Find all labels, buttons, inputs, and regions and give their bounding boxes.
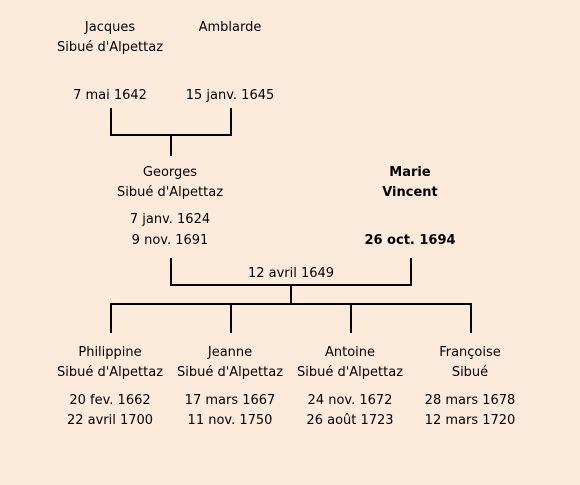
mother-given-name: Amblarde: [198, 20, 262, 35]
child-4-birth: 28 mars 1678: [424, 393, 516, 408]
father-date: 7 mai 1642: [73, 88, 147, 103]
child-2-surname: Sibué d'Alpettaz: [176, 365, 284, 380]
child-2-connector: [230, 303, 232, 333]
child-1-birth: 20 fev. 1662: [69, 393, 151, 408]
parents-descent-line: [170, 134, 172, 156]
child-3-connector: [350, 303, 352, 333]
husband-surname: Sibué d'Alpettaz: [116, 185, 224, 200]
child-1-surname: Sibué d'Alpettaz: [56, 365, 164, 380]
child-4-given-name: Françoise: [439, 345, 501, 360]
child-2-death: 11 nov. 1750: [187, 413, 273, 428]
child-2-birth: 17 mars 1667: [184, 393, 276, 408]
child-4-surname: Sibué: [451, 365, 489, 380]
child-1-connector: [110, 303, 112, 333]
child-3-death: 26 août 1723: [306, 413, 394, 428]
children-descent-line: [290, 284, 292, 304]
child-3-given-name: Antoine: [324, 345, 376, 360]
child-4-death: 12 mars 1720: [424, 413, 516, 428]
children-horizontal-line: [110, 303, 472, 305]
mother-date: 15 janv. 1645: [185, 88, 275, 103]
wife-surname: Vincent: [382, 185, 438, 200]
husband-marriage-line: [170, 258, 172, 286]
child-1-given-name: Philippine: [78, 345, 142, 360]
child-2-given-name: Jeanne: [207, 345, 253, 360]
husband-birth: 7 janv. 1624: [129, 212, 211, 227]
father-surname: Sibué d'Alpettaz: [56, 40, 164, 55]
wife-death: 26 oct. 1694: [364, 233, 456, 248]
child-3-surname: Sibué d'Alpettaz: [296, 365, 404, 380]
marriage-date: 12 avril 1649: [247, 266, 335, 281]
father-given-name: Jacques: [84, 20, 136, 35]
husband-death: 9 nov. 1691: [131, 233, 209, 248]
child-3-birth: 24 nov. 1672: [307, 393, 393, 408]
child-1-death: 22 avril 1700: [66, 413, 154, 428]
father-connector-line: [110, 108, 112, 136]
husband-given-name: Georges: [142, 165, 198, 180]
wife-given-name: Marie: [389, 165, 431, 180]
mother-connector-line: [230, 108, 232, 136]
child-4-connector: [470, 303, 472, 333]
wife-marriage-line: [410, 258, 412, 286]
